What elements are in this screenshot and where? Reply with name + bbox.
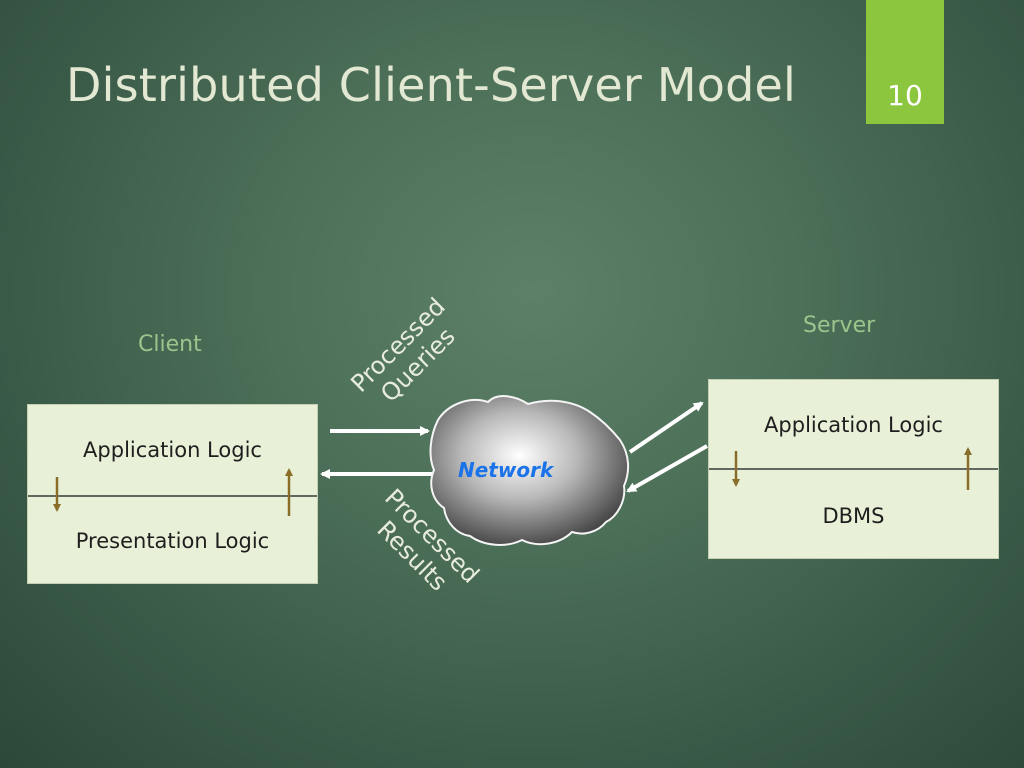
server-dbms: DBMS <box>822 504 885 528</box>
server-divider <box>709 468 998 470</box>
client-divider <box>28 495 317 497</box>
client-application-logic: Application Logic <box>83 438 262 462</box>
slide-title: Distributed Client-Server Model <box>66 58 796 112</box>
client-heading: Client <box>138 332 202 357</box>
network-label: Network <box>458 458 554 482</box>
server-heading: Server <box>803 313 876 338</box>
server-application-logic: Application Logic <box>764 413 943 437</box>
server-box: Application Logic DBMS <box>708 379 999 559</box>
network-to-server-arrow <box>628 401 704 454</box>
server-to-network-arrow <box>626 444 708 493</box>
network-cloud <box>429 395 630 546</box>
client-presentation-logic: Presentation Logic <box>75 529 270 553</box>
slide-number-badge: 10 <box>866 0 944 124</box>
client-box: Application Logic Presentation Logic <box>27 404 318 584</box>
